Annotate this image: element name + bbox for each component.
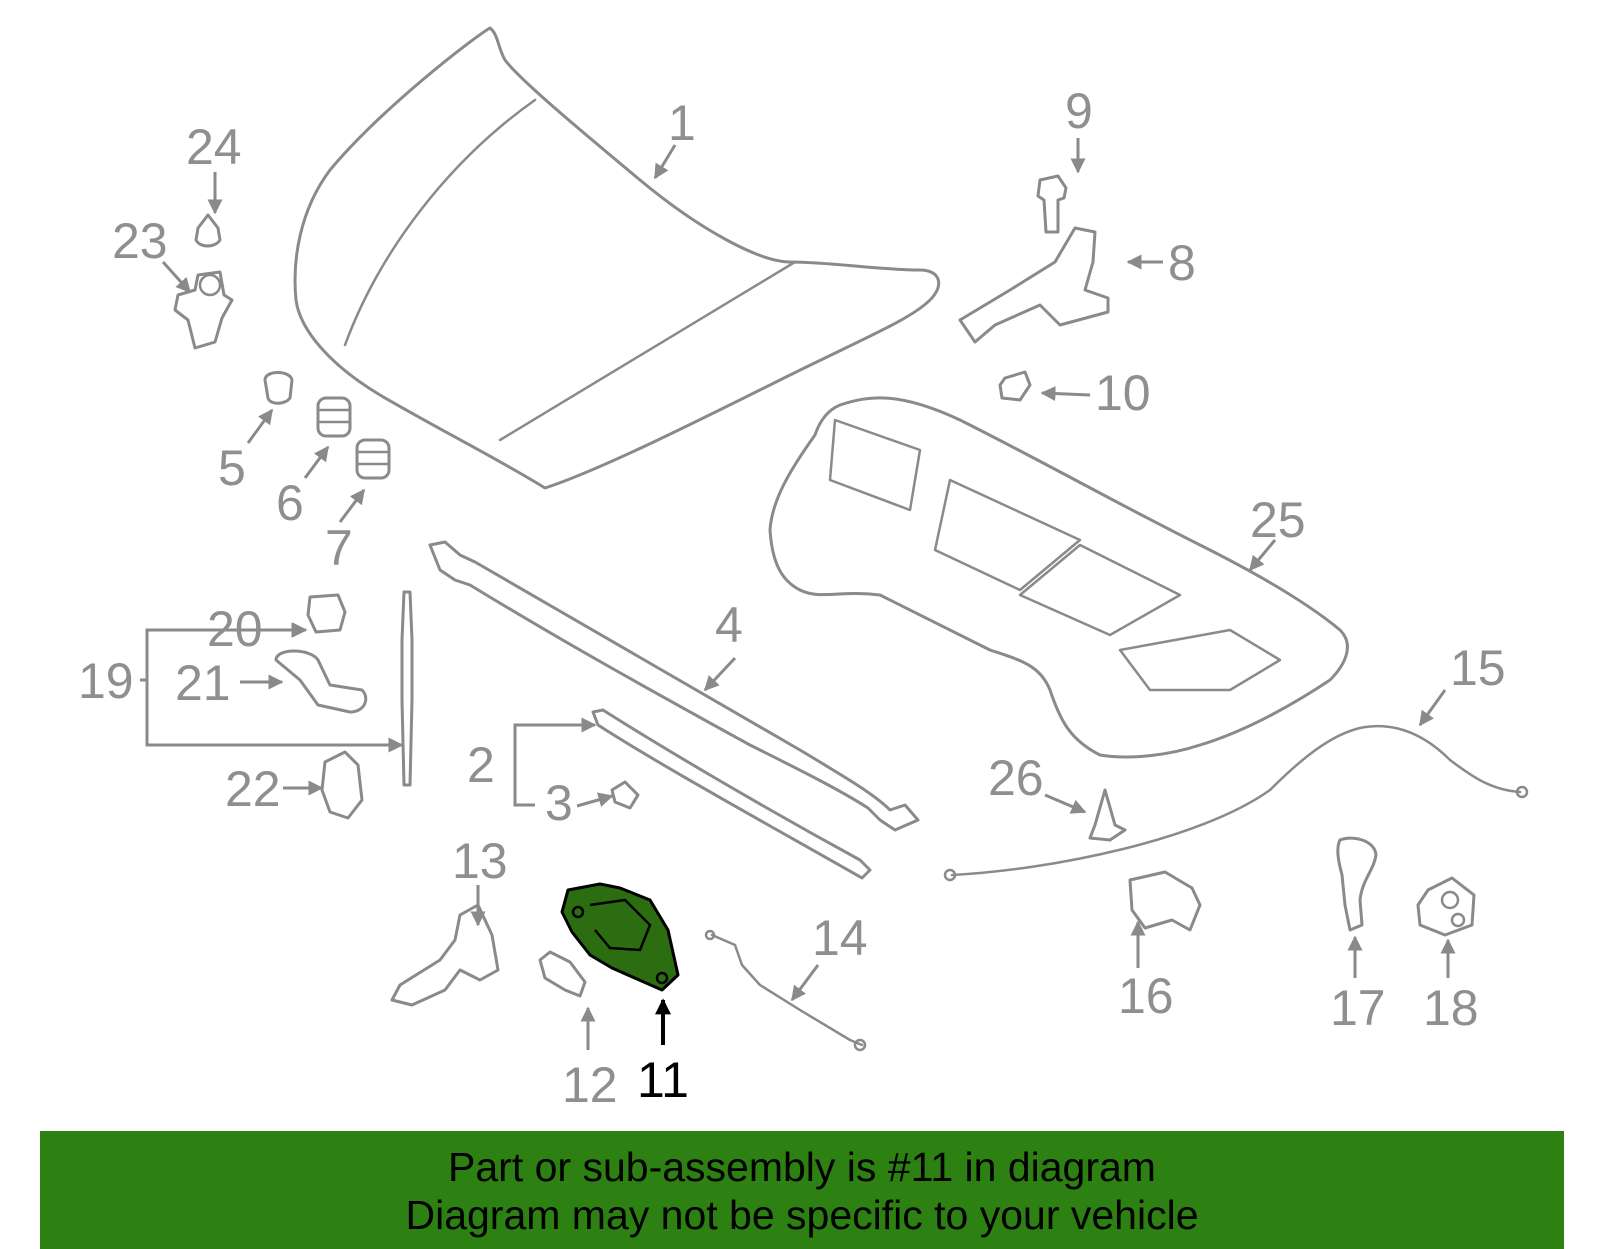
- callout-22: 22: [225, 761, 281, 817]
- part-1-hood: [293, 26, 941, 490]
- part-26-clip: [1088, 788, 1127, 842]
- banner-line-2: Diagram may not be specific to your vehi…: [405, 1192, 1199, 1238]
- callout-7: 7: [325, 520, 353, 576]
- part-8-hinge: [958, 226, 1110, 344]
- callout-15: 15: [1450, 640, 1506, 696]
- part-3-clip: [610, 780, 640, 810]
- callout-19: 19: [78, 653, 134, 709]
- callout-17: 17: [1330, 980, 1386, 1036]
- leader-lines: [140, 138, 1456, 1050]
- callout-24: 24: [186, 119, 242, 175]
- callout-2: 2: [467, 737, 495, 793]
- callout-3: 3: [545, 775, 573, 831]
- callout-8: 8: [1168, 235, 1196, 291]
- callout-25: 25: [1250, 492, 1306, 548]
- callout-9: 9: [1065, 83, 1093, 139]
- callout-12: 12: [562, 1057, 618, 1113]
- callout-5: 5: [218, 440, 246, 496]
- part-12-striker: [538, 950, 587, 998]
- callout-26: 26: [988, 750, 1044, 806]
- callout-13: 13: [452, 833, 508, 889]
- callout-18: 18: [1423, 980, 1479, 1036]
- part-22-holder: [320, 750, 364, 820]
- part-16-handle: [1128, 870, 1202, 932]
- callout-20: 20: [207, 601, 263, 657]
- part-15-cable: [943, 724, 1529, 882]
- callout-1: 1: [668, 95, 696, 151]
- callout-16: 16: [1118, 968, 1174, 1024]
- part-9-bolt: [1036, 174, 1068, 234]
- callout-10: 10: [1095, 365, 1151, 421]
- part-17-handle: [1336, 836, 1378, 932]
- callout-14: 14: [812, 910, 868, 966]
- part-11-hood-latch: [560, 882, 680, 992]
- part-10-nut: [998, 370, 1032, 402]
- part-23-bracket: [173, 270, 234, 350]
- banner-line-1: Part or sub-assembly is #11 in diagram: [448, 1144, 1156, 1190]
- callout-4: 4: [715, 597, 743, 653]
- callout-11: 11: [637, 1052, 689, 1108]
- callout-numbers: 1 2 3 4 5 6 7 8 9 10 11 12 13 14 15 16 1…: [78, 83, 1506, 1113]
- part-7-bumper: [355, 438, 391, 480]
- part-21-grommet: [274, 649, 368, 714]
- part-19-prop-rod: [400, 590, 414, 787]
- part-4-weatherstrip: [428, 540, 920, 832]
- part-20-clip: [306, 593, 347, 634]
- part-2-seal-strip: [591, 708, 872, 880]
- callout-23: 23: [112, 213, 168, 269]
- part-25-hood-insulator: [768, 396, 1349, 759]
- part-18-clip: [1416, 876, 1476, 937]
- callout-21: 21: [175, 655, 231, 711]
- callout-6: 6: [276, 475, 304, 531]
- part-14-rod: [704, 929, 867, 1052]
- info-banner: Part or sub-assembly is #11 in diagram D…: [40, 1131, 1564, 1249]
- part-24-cap: [194, 213, 222, 248]
- part-5-bumper: [263, 371, 294, 405]
- part-6-bumper: [316, 396, 352, 438]
- part-13-lever: [390, 903, 500, 1007]
